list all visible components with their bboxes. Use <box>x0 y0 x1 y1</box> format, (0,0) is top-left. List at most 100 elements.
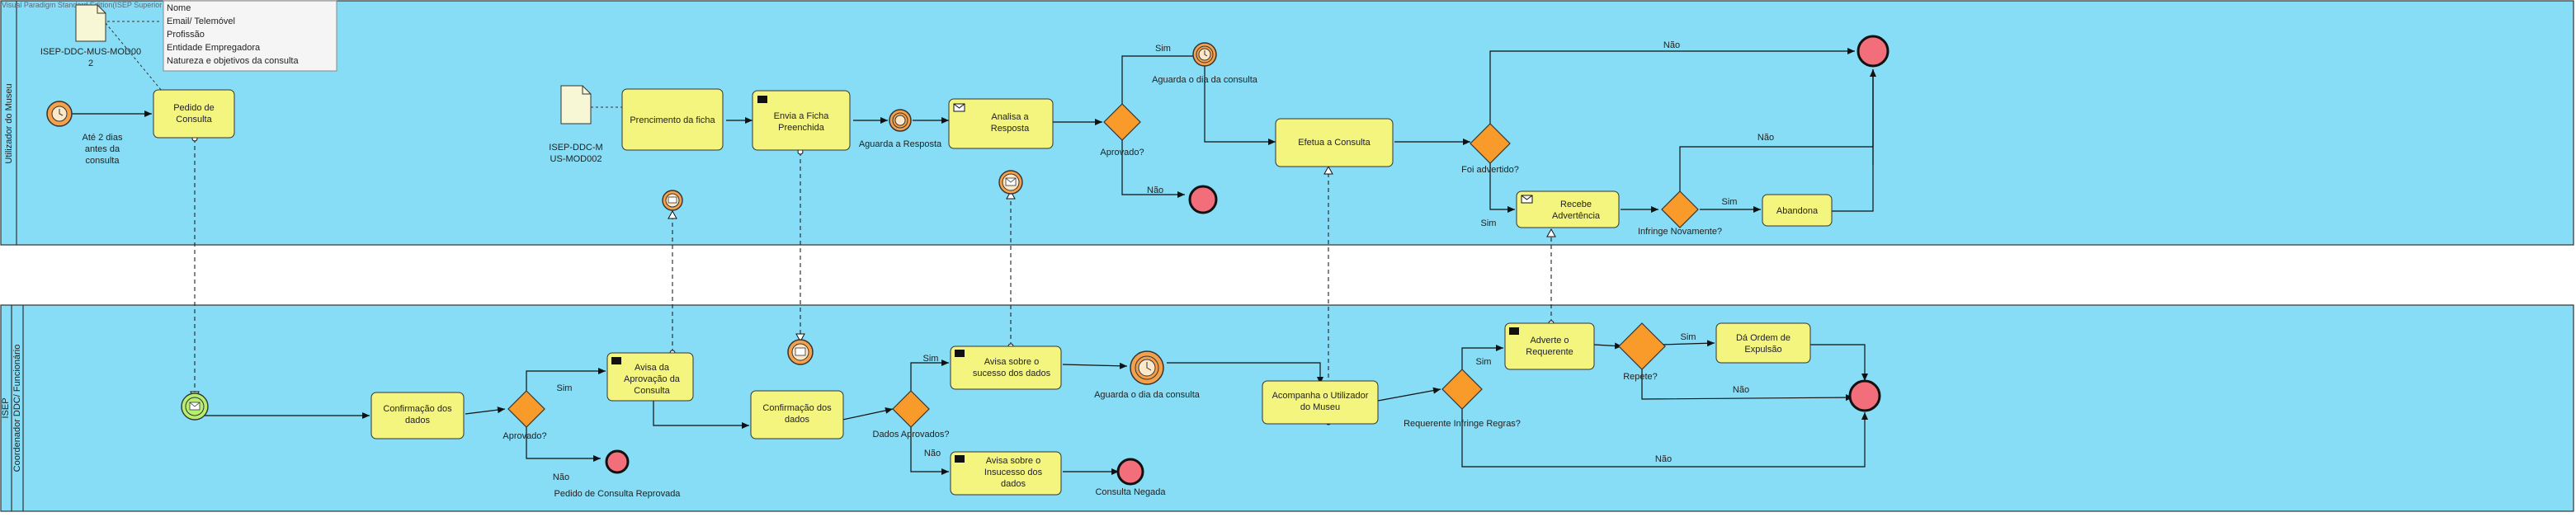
task-abandona[interactable]: Abandona <box>1762 194 1833 227</box>
task-ordem-line2: Expulsão <box>1744 345 1781 355</box>
data-object-1-line2: 2 <box>88 59 93 68</box>
task-envia-line2: Preenchida <box>778 123 825 133</box>
field-email: Email/ Telemóvel <box>167 16 235 26</box>
send-icon <box>955 350 965 357</box>
field-natureza: Natureza e objetivos da consulta <box>167 56 299 66</box>
tasks: Pedido de Consulta Prencimento da ficha … <box>153 88 1833 496</box>
label-nao-requerente: Não <box>1655 454 1672 464</box>
task-adverte-line2: Requerente <box>1526 347 1573 357</box>
label-aguarda-resposta: Aguarda a Resposta <box>859 139 942 149</box>
data-object-mod002-mid: ISEP-DDC-M US-MOD002 <box>549 85 603 164</box>
end-event-isep-right[interactable] <box>1848 379 1881 412</box>
label-sim-aprov-isep: Sim <box>557 383 573 393</box>
timer-start-event[interactable] <box>46 101 73 127</box>
timer-aguarda-resposta[interactable] <box>889 109 912 132</box>
task-confirmacao-dados-2[interactable]: Confirmação dos dados <box>750 390 844 439</box>
label-sim-dados: Sim <box>923 354 939 364</box>
label-ate-2-dias-3: consulta <box>86 156 120 166</box>
envelope-icon <box>1521 195 1533 204</box>
label-foi-advertido: Foi advertido? <box>1461 165 1519 175</box>
label-infringe-novamente: Infringe Novamente? <box>1638 227 1722 237</box>
end-event-consulta-negada[interactable] <box>1116 458 1144 486</box>
data-fields-annotation: Nome Email/ Telemóvel Profissão Entidade… <box>163 0 337 72</box>
task-efetua-line1: Efetua a Consulta <box>1298 138 1371 148</box>
timer-aguarda-dia-isep[interactable] <box>1130 350 1164 385</box>
message-start-event[interactable] <box>181 392 209 421</box>
task-avisa-sucesso[interactable]: Avisa sobre o sucesso dos dados <box>950 345 1062 390</box>
gateway-aprovado-isep[interactable] <box>507 390 545 428</box>
task-avisa-aprovacao[interactable]: Avisa da Aprovação da Consulta <box>606 352 694 402</box>
gateway-aprovado-top[interactable] <box>1103 103 1141 141</box>
send-icon <box>1509 327 1519 335</box>
field-nome: Nome <box>167 3 191 13</box>
envelope-icon <box>953 103 965 112</box>
message-catch-event-2[interactable] <box>998 170 1023 195</box>
task-ordem-line1: Dá Ordem de <box>1736 333 1790 343</box>
events: Até 2 dias antes da consulta Aguarda a R… <box>46 35 1890 499</box>
task-preench-line1: Prencimento da ficha <box>630 115 715 125</box>
label-ate-2-dias-1: Até 2 dias <box>83 133 123 143</box>
task-conf1-line2: dados <box>405 416 430 425</box>
label-aprovado-isep: Aprovado? <box>502 431 546 441</box>
field-profissao: Profissão <box>167 30 205 40</box>
gateway-requerente-infringe[interactable] <box>1441 369 1483 410</box>
task-ordem-expulsao[interactable]: Dá Ordem de Expulsão <box>1715 322 1811 364</box>
label-ate-2-dias-2: antes da <box>85 144 120 154</box>
task-avisa-ins-line2: Insucesso dos <box>984 468 1043 477</box>
task-avisa-insucesso[interactable]: Avisa sobre o Insucesso dos dados <box>950 451 1062 496</box>
gateways: Aprovado? Sim Não Foi advertido? Não Sim… <box>502 40 1774 464</box>
sequence-flows <box>71 48 1876 475</box>
label-sim-infringe: Sim <box>1722 197 1738 207</box>
task-avisa-suc-line2: sucesso dos dados <box>973 369 1051 378</box>
task-recebe-advertencia[interactable]: Recebe Advertência <box>1516 190 1620 228</box>
label-aguarda-dia-isep: Aguarda o dia da consulta <box>1094 390 1201 400</box>
task-efetua-consulta[interactable]: Efetua a Consulta <box>1275 118 1394 167</box>
end-event-nao-top[interactable] <box>1188 185 1218 214</box>
timer-isep-confirm[interactable] <box>787 339 814 365</box>
task-conf1-line1: Confirmação dos <box>383 404 452 414</box>
timer-aguarda-dia-top[interactable] <box>1192 42 1217 67</box>
task-conf2-line2: dados <box>785 415 809 425</box>
send-icon <box>955 455 965 463</box>
task-recebe-line2: Advertência <box>1552 211 1601 221</box>
label-nao-foi-adv: Não <box>1663 40 1680 50</box>
gateway-infringe-novamente[interactable] <box>1661 190 1699 228</box>
task-pedido-consulta[interactable]: Pedido de Consulta <box>153 89 235 139</box>
label-nao-aprov-top: Não <box>1147 186 1163 195</box>
task-envia-ficha[interactable]: Envia a Ficha Preenchida <box>752 90 851 151</box>
task-adverte-requerente[interactable]: Adverte o Requerente <box>1504 322 1595 370</box>
gateway-foi-advertido[interactable] <box>1470 123 1511 164</box>
task-adverte-line1: Adverte o <box>1530 336 1569 345</box>
label-nao-repete: Não <box>1733 385 1749 395</box>
gateway-repete[interactable] <box>1618 322 1666 370</box>
end-event-reprovada[interactable] <box>605 449 630 474</box>
task-avisa-aprov-line1: Avisa da <box>635 363 670 373</box>
task-acompanha-utilizador[interactable]: Acompanha o Utilizador do Museu <box>1262 380 1379 425</box>
task-acomp-line1: Acompanha o Utilizador <box>1272 391 1369 401</box>
label-repete: Repete? <box>1623 372 1658 382</box>
task-envia-line1: Envia a Ficha <box>774 111 830 121</box>
task-analisa-line1: Analisa a <box>991 112 1029 122</box>
gateway-dados-aprovados[interactable] <box>892 390 930 428</box>
pool-label-isep: ISEP <box>1 397 11 418</box>
task-pedido-line2: Consulta <box>176 115 212 125</box>
field-entidade: Entidade Empregadora <box>167 43 261 53</box>
task-confirmacao-dados-1[interactable]: Confirmação dos dados <box>370 392 465 439</box>
task-prencimento-ficha[interactable]: Prencimento da ficha <box>621 88 724 151</box>
task-pedido-line1: Pedido de <box>173 103 215 113</box>
label-aprovado-top: Aprovado? <box>1100 148 1144 157</box>
task-recebe-line1: Recebe <box>1560 200 1592 209</box>
label-requerente-infringe: Requerente Infringe Regras? <box>1404 419 1521 429</box>
task-analisa-line2: Resposta <box>991 124 1030 134</box>
pool-label-utilizador: Utilizador do Museu <box>4 83 14 163</box>
message-catch-event-1[interactable] <box>662 190 683 211</box>
label-aguarda-dia-top: Aguarda o dia da consulta <box>1152 75 1258 85</box>
label-nao-reprovada: Não <box>553 472 569 482</box>
lane-label-coordenador: Coordenador DDC/ Funcionário <box>12 345 22 472</box>
end-event-top-right[interactable] <box>1857 35 1890 68</box>
label-sim-requerente: Sim <box>1476 357 1492 367</box>
task-analisa-resposta[interactable]: Analisa a Resposta <box>948 98 1054 149</box>
label-dados-aprovados: Dados Aprovados? <box>873 430 950 439</box>
data-object-2-line1: ISEP-DDC-M <box>549 143 602 153</box>
